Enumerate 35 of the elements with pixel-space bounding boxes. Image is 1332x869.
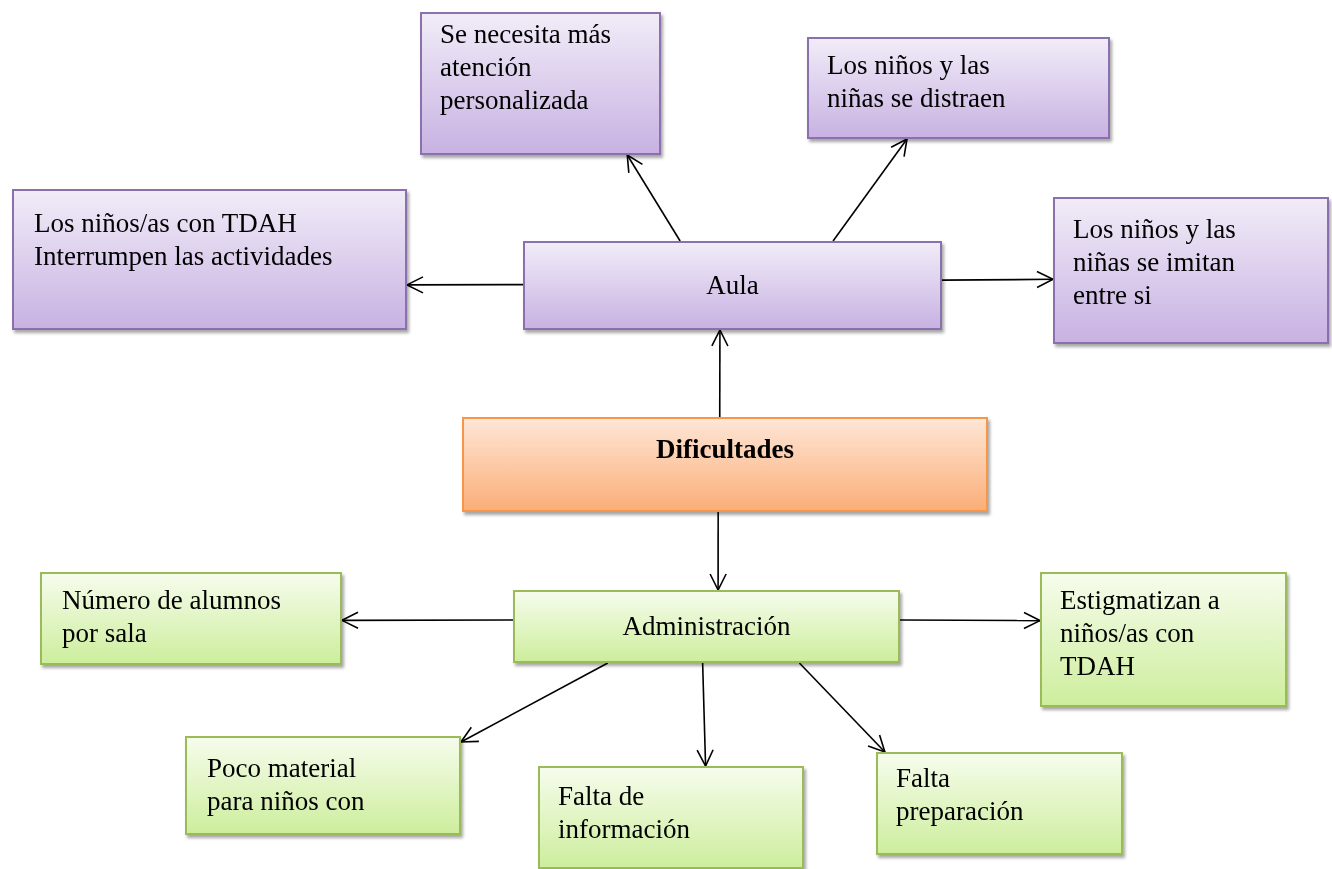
box-text: Poco material para niños con: [207, 752, 366, 818]
box-text: Falta de información: [558, 780, 691, 846]
box-text: Dificultades: [656, 433, 794, 466]
box-text: Falta preparación: [896, 762, 1025, 828]
arrow: [696, 662, 714, 767]
arrow: [709, 511, 727, 591]
arrow: [941, 270, 1054, 289]
box-text: Los niños y las niñas se distraen: [827, 49, 1007, 115]
arrow: [460, 662, 609, 743]
text-box: [513, 590, 900, 663]
arrow: [406, 276, 524, 294]
box-text: Estigmatizan a niños/as con TDAH: [1060, 584, 1221, 683]
arrow: [832, 138, 908, 242]
arrow: [626, 154, 681, 242]
text-box: [185, 736, 461, 835]
arrow: [341, 611, 514, 630]
arrow: [899, 611, 1041, 630]
text-box: [420, 12, 661, 155]
arrow: [711, 329, 729, 418]
box-text: Aula: [706, 269, 759, 302]
arrow: [798, 662, 886, 753]
box-text: Administración: [622, 610, 791, 643]
box-text: Los niños/as con TDAH Interrumpen las actividades: [34, 207, 334, 273]
text-box: [12, 189, 407, 330]
text-box: [876, 752, 1123, 855]
text-box: [462, 417, 988, 512]
text-box: [40, 572, 342, 665]
text-box: [807, 37, 1110, 139]
text-box: [523, 241, 942, 330]
box-text: Se necesita más atención personalizada: [440, 18, 612, 117]
text-box: [1040, 572, 1287, 707]
box-text: Número de alumnos por sala: [62, 584, 282, 650]
box-text: Los niños y las niñas se imitan entre si: [1073, 213, 1237, 312]
text-box: [538, 766, 804, 869]
text-box: [1053, 197, 1329, 344]
